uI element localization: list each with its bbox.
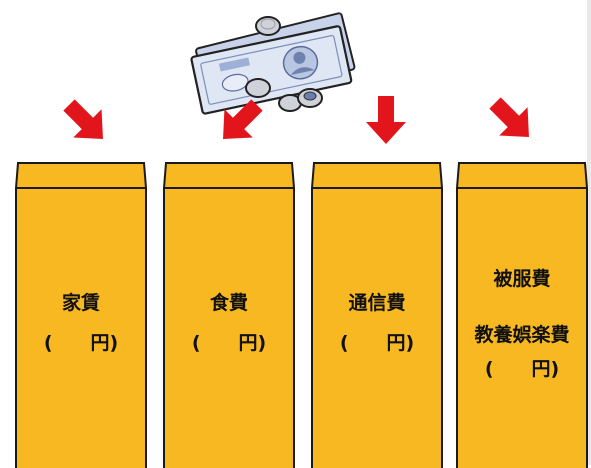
arrow-down-right-icon — [484, 92, 540, 148]
envelope-label: 被服費 — [493, 268, 551, 290]
envelope-clothing-entertainment: 被服費 教養娯楽費 ( 円) — [455, 158, 589, 468]
envelope-communication: 通信費 ( 円) — [310, 158, 444, 468]
arrow-down-left-icon — [212, 94, 268, 150]
envelope-label-secondary: 教養娯楽費 — [474, 324, 570, 346]
right-edge-divider — [587, 0, 591, 465]
envelope-amount: ( 円) — [484, 358, 560, 380]
envelope-amount: ( 円) — [43, 332, 119, 354]
envelope-rent: 家賃 ( 円) — [14, 158, 148, 468]
envelope-amount: ( 円) — [339, 332, 415, 354]
money-bills-coins-icon — [180, 8, 370, 118]
arrow-down-icon — [358, 92, 414, 148]
envelope-food: 食費 ( 円) — [162, 158, 296, 468]
envelope-label: 通信費 — [348, 292, 406, 314]
envelope-label: 家賃 — [61, 292, 100, 314]
envelope-label: 食費 — [209, 292, 248, 314]
arrow-down-right-icon — [58, 94, 114, 150]
envelope-amount: ( 円) — [191, 332, 267, 354]
